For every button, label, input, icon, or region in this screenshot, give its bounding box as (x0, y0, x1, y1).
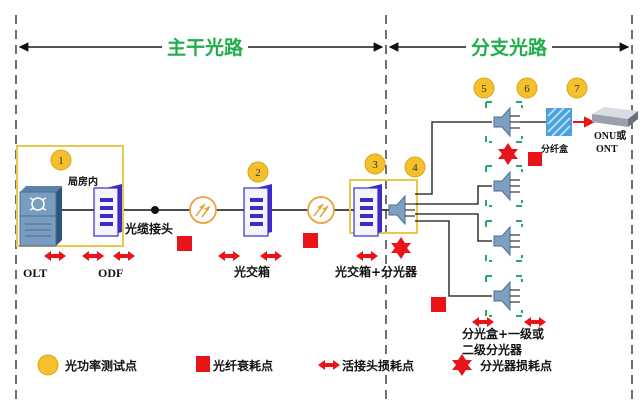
cross-box-splitter-label: 光交箱+分光器 (334, 264, 418, 279)
connector-icon (307, 196, 335, 224)
red-double-arrow-icon (318, 360, 340, 370)
test-point-2: 2 (247, 161, 269, 183)
svg-text:光纤衰耗点: 光纤衰耗点 (212, 358, 273, 373)
attenuation-point (431, 297, 446, 312)
olt-label: OLT (23, 266, 47, 280)
test-point-5: 5 (473, 77, 495, 99)
central-office-label: 局房内 (67, 175, 98, 188)
connector-icon (189, 196, 217, 224)
test-point-6: 6 (516, 77, 538, 99)
splitter-icon (493, 107, 521, 137)
odf-device-icon (93, 183, 123, 237)
onu-label: ONU或 (594, 129, 626, 142)
svg-text:3: 3 (372, 159, 378, 171)
red-star-icon (452, 354, 472, 376)
ont-label: ONT (596, 144, 618, 155)
svg-text:5: 5 (481, 83, 487, 95)
cable-joint-label: 光缆接头 (124, 221, 173, 236)
connector-loss-arrow (82, 251, 104, 261)
legend-item-test-point: 光功率测试点 (37, 354, 137, 376)
svg-text:7: 7 (574, 83, 580, 95)
cross-box-splitter-frame (349, 179, 418, 234)
fiber-box-label: 分纤盒 (541, 143, 569, 155)
central-office-frame (16, 145, 124, 247)
svg-text:6: 6 (524, 83, 530, 95)
svg-text:2: 2 (255, 167, 261, 179)
attenuation-point (528, 152, 542, 166)
onu-device-icon (592, 107, 638, 127)
legend-item-attenuation: 光纤衰耗点 (196, 356, 273, 373)
splitter-box-label-line2: 二级分光器 (462, 342, 523, 357)
splitter-loss-star (498, 143, 518, 165)
olt-device-icon (19, 186, 62, 247)
connector-loss-arrow (356, 251, 378, 261)
legend-item-splitter-loss: 分光器损耗点 (452, 354, 552, 376)
svg-text:光功率测试点: 光功率测试点 (64, 358, 137, 373)
fiber-box-icon (546, 107, 572, 137)
yellow-circle-icon (37, 354, 59, 376)
test-point-4: 4 (404, 156, 426, 178)
red-square-icon (196, 356, 210, 372)
cross-box-label: 光交箱 (233, 264, 270, 279)
connector-loss-arrow (524, 317, 546, 327)
attenuation-point (303, 233, 318, 248)
cable-joint-icon (151, 206, 159, 214)
branch-title: 分支光路 (471, 36, 548, 59)
connector-loss-arrow (44, 251, 66, 261)
odf-label: ODF (98, 266, 123, 280)
connector-loss-arrow (218, 251, 240, 261)
drop-arrow (573, 116, 596, 128)
splitter-loss-star (391, 237, 411, 259)
svg-text:1: 1 (58, 155, 64, 167)
test-point-3: 3 (364, 153, 386, 175)
splitter-icon (493, 281, 521, 311)
splitter-icon (388, 195, 416, 225)
cross-box-icon (353, 183, 383, 237)
trunk-title: 主干光路 (167, 36, 244, 59)
legend-item-connector-loss: 活接头损耗点 (318, 358, 414, 373)
connector-loss-arrow (113, 251, 135, 261)
connector-loss-arrow (260, 251, 282, 261)
attenuation-point (177, 236, 192, 251)
test-point-1: 1 (50, 149, 72, 171)
splitter-icon (493, 171, 521, 201)
connector-loss-arrow (472, 317, 494, 327)
splitter-box-label-line1: 分光盒+一级或 (462, 326, 544, 341)
svg-text:4: 4 (412, 162, 418, 174)
svg-text:活接头损耗点: 活接头损耗点 (342, 358, 414, 373)
svg-text:分光器损耗点: 分光器损耗点 (480, 358, 552, 373)
cross-box-icon (243, 183, 273, 237)
legend: 光功率测试点 光纤衰耗点 活接头损耗点 分光器损耗点 (37, 354, 552, 376)
splitter-icon (493, 226, 521, 256)
test-point-7: 7 (566, 77, 588, 99)
